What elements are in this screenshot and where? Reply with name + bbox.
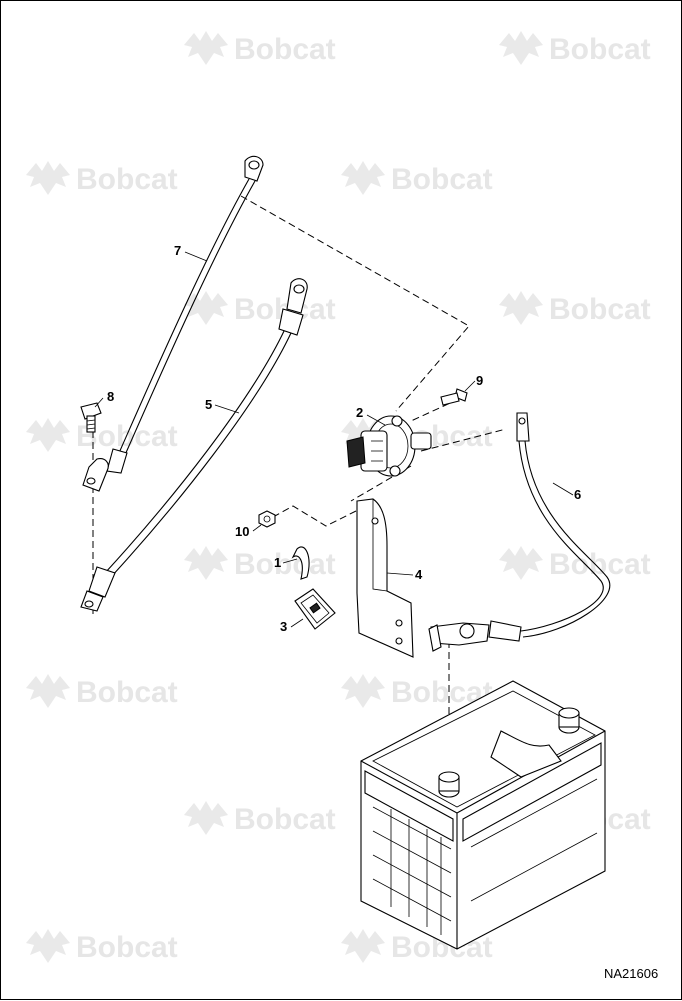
watermark-1: Bobcat (184, 31, 336, 66)
watermark-layer: Bobcat Bobcat Bobcat Bobcat Bobcat Bobca… (26, 31, 651, 964)
callout-4: 4 (415, 567, 423, 582)
part-2-disconnect-switch (346, 415, 432, 477)
part-9-bolt (440, 388, 468, 406)
watermark-5: Bobcat (184, 291, 336, 326)
watermark-brand: Bobcat (234, 33, 336, 66)
watermark-2: Bobcat (499, 31, 651, 66)
watermark-brand: Bobcat (549, 548, 651, 581)
bobcat-logo-icon (26, 161, 70, 195)
watermark-brand: Bobcat (549, 33, 651, 66)
battery-case-ribs (372, 778, 598, 935)
callout-3: 3 (280, 619, 287, 634)
watermark-11: Bobcat (26, 674, 178, 709)
assembly-line-switch-to-cable6 (420, 428, 507, 452)
reference-code: NA21606 (604, 966, 658, 981)
callouts: 7 8 5 2 9 6 10 1 4 3 (94, 243, 581, 634)
bobcat-logo-icon (26, 418, 70, 452)
bobcat-logo-icon (341, 674, 385, 708)
watermark-brand: Bobcat (391, 163, 493, 196)
callout-10: 10 (235, 524, 249, 539)
watermark-brand: Bobcat (76, 676, 178, 709)
watermark-10: Bobcat (499, 546, 651, 581)
bobcat-logo-icon (26, 929, 70, 963)
watermark-brand: Bobcat (76, 931, 178, 964)
part-8-bolt (80, 402, 102, 433)
callout-9: 9 (476, 373, 483, 388)
watermark-9: Bobcat (184, 546, 336, 581)
part-1-clip (291, 546, 310, 580)
bobcat-logo-icon (184, 31, 228, 65)
part-3-decal (294, 588, 336, 630)
part-10-nut (258, 510, 276, 528)
bobcat-logo-icon (184, 801, 228, 835)
callout-2: 2 (356, 405, 363, 420)
watermark-15: Bobcat (26, 929, 178, 964)
bobcat-logo-icon (499, 546, 543, 580)
watermark-brand: Bobcat (549, 293, 651, 326)
bobcat-logo-icon (184, 546, 228, 580)
bobcat-logo-icon (499, 291, 543, 325)
watermark-brand: Bobcat (234, 803, 336, 836)
watermark-6: Bobcat (499, 291, 651, 326)
callout-7: 7 (174, 243, 181, 258)
assembly-line-nut10-to-bracket (272, 505, 357, 527)
part-5-cable (80, 278, 308, 612)
watermark-3: Bobcat (26, 161, 178, 196)
callout-8: 8 (107, 389, 114, 404)
bobcat-logo-icon (26, 674, 70, 708)
watermark-brand: Bobcat (76, 163, 178, 196)
watermark-4: Bobcat (341, 161, 493, 196)
battery (360, 680, 606, 950)
bobcat-logo-icon (499, 31, 543, 65)
part-7-cable (82, 155, 264, 492)
assembly-line-bolt9-to-switch (410, 398, 460, 422)
watermark-7: Bobcat (26, 418, 178, 453)
callout-5: 5 (205, 397, 212, 412)
part-4-bracket (356, 498, 414, 658)
watermark-13: Bobcat (184, 801, 336, 836)
callout-6: 6 (574, 487, 581, 502)
watermark-brand: Bobcat (234, 548, 336, 581)
part-6-cable (428, 412, 611, 652)
bobcat-logo-icon (341, 929, 385, 963)
bobcat-logo-icon (341, 161, 385, 195)
callout-1: 1 (274, 555, 281, 570)
